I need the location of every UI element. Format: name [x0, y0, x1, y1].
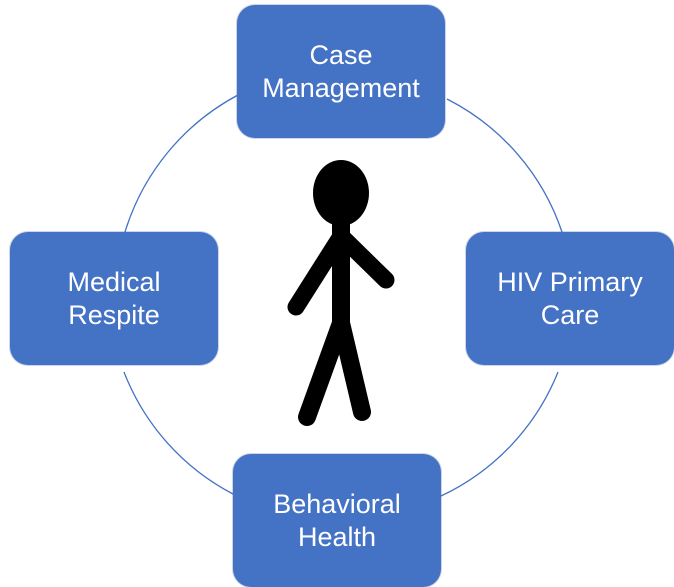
- behavioral-health-node: Behavioral Health: [233, 454, 441, 587]
- stick-figure-person-icon: [287, 160, 395, 426]
- medical-respite-node: Medical Respite: [10, 232, 218, 365]
- ring-arc-left-top: [124, 94, 239, 233]
- case-management-node: Case Management: [237, 5, 445, 138]
- case-management-label: Case Management: [262, 40, 420, 103]
- hiv-primary-care-node: HIV Primary Care: [466, 232, 674, 365]
- medical-respite-label: Medical Respite: [67, 267, 161, 330]
- behavioral-health-label: Behavioral Health: [273, 489, 401, 552]
- figure-left-arm: [287, 227, 350, 316]
- figure-right-arm: [332, 227, 395, 289]
- ring-arc-top-right: [446, 98, 563, 233]
- figure-head: [313, 160, 369, 226]
- hiv-primary-care-label: HIV Primary Care: [497, 267, 643, 330]
- ring-arc-right-bottom: [440, 371, 559, 497]
- ring-arc-bottom-left: [123, 371, 234, 495]
- figure-right-leg: [332, 314, 371, 421]
- figure-left-leg: [298, 314, 350, 426]
